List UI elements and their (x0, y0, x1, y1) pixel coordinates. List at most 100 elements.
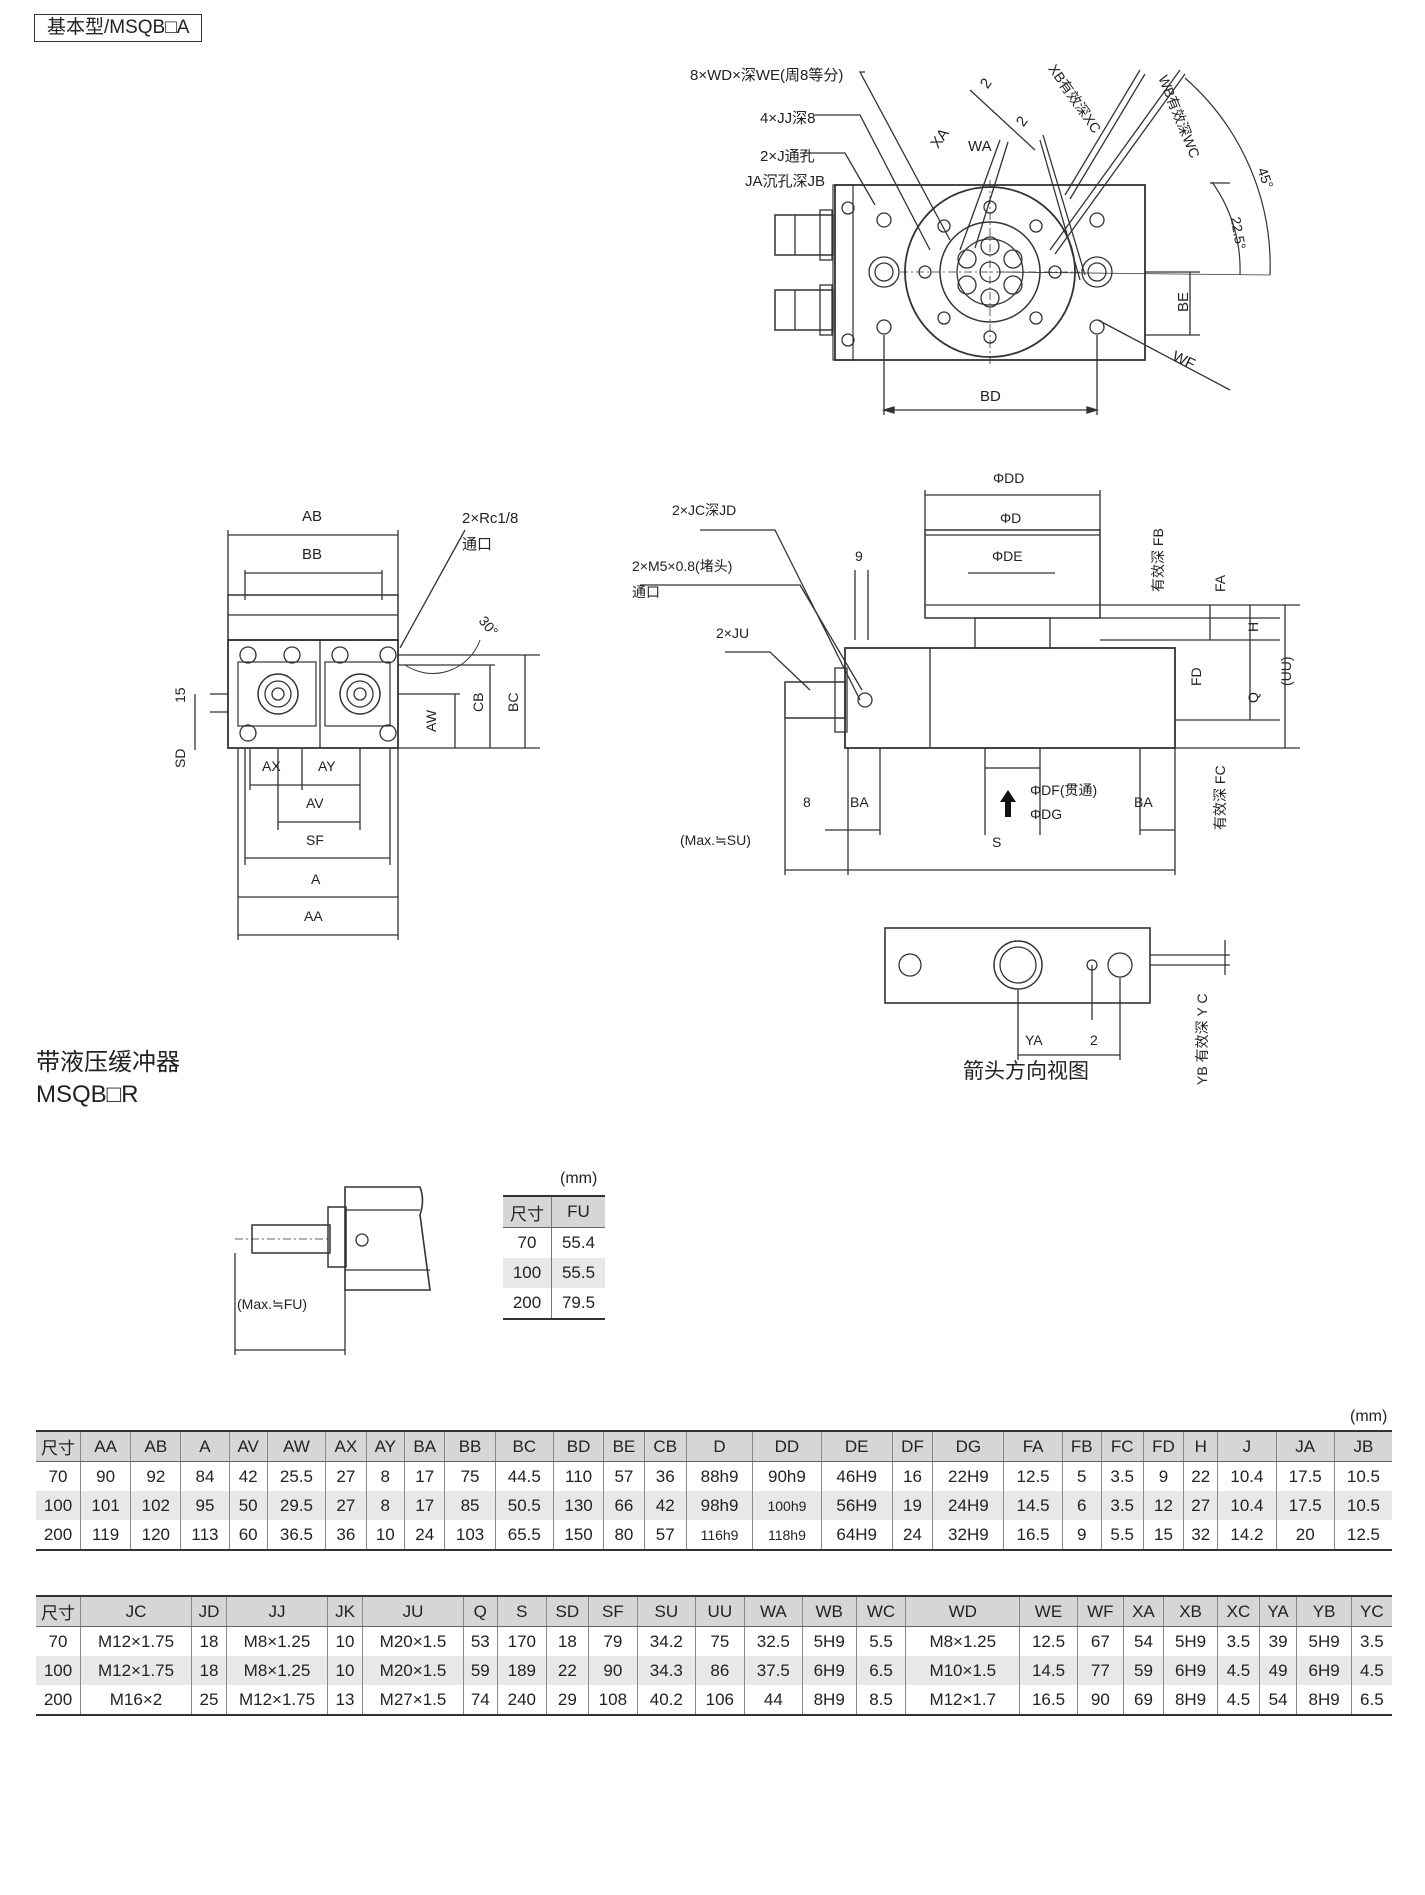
label-ya: YA (1025, 1032, 1043, 1048)
table-cell: 10.4 (1217, 1491, 1277, 1520)
label-ba-left: BA (850, 794, 869, 810)
label-q: Q (1245, 692, 1261, 703)
table-cell: 20 (1275, 1520, 1335, 1551)
table-cell: 100 (503, 1258, 552, 1288)
label-rc: 2×Rc1/8 (462, 510, 519, 527)
table-cell: 74 (463, 1685, 498, 1716)
table-cell: 189 (496, 1656, 547, 1685)
label-ja: JA沉孔深JB (745, 173, 826, 190)
table-cell: 116h9 (685, 1520, 753, 1551)
top-view-drawing (774, 69, 1271, 415)
table-cell: 5.5 (1100, 1520, 1144, 1551)
table-cell: 40.2 (637, 1685, 696, 1716)
table-cell: 150 (552, 1520, 604, 1551)
label-m5: 2×M5×0.8(堵头) (632, 558, 733, 574)
side-view-drawing (640, 490, 1300, 875)
table-header-cell: BC (494, 1430, 554, 1462)
table-cell: 22 (1183, 1461, 1218, 1491)
label-sf: SF (306, 832, 324, 848)
label-wa: WA (968, 138, 992, 155)
table-cell: 60 (228, 1520, 268, 1551)
table-cell: 14.5 (1003, 1491, 1063, 1520)
table-header-cell: JC (80, 1595, 192, 1627)
table-cell: 8H9 (1296, 1685, 1352, 1716)
table-header-cell: FC (1100, 1430, 1144, 1462)
table-cell: 34.3 (637, 1656, 696, 1685)
table-cell: 240 (496, 1685, 547, 1716)
table-cell: 130 (552, 1491, 604, 1520)
label-de: ΦDE (992, 548, 1023, 564)
table-cell: 27 (1183, 1491, 1218, 1520)
table-cell: 13 (327, 1685, 363, 1716)
label-fb: 有效深 FB (1150, 528, 1166, 592)
table-cell: 24H9 (932, 1491, 1004, 1520)
table-header-cell: JA (1275, 1430, 1335, 1462)
table-cell: 32.5 (744, 1626, 803, 1656)
table-cell: M8×1.25 (226, 1626, 328, 1656)
table-header-cell: DG (932, 1430, 1004, 1462)
table-cell: 36 (325, 1520, 367, 1551)
table-cell: 16.5 (1019, 1685, 1078, 1716)
table-cell: 10.4 (1217, 1461, 1277, 1491)
table-header-cell: DD (752, 1430, 822, 1462)
label-ax: AX (262, 758, 281, 774)
table-cell: 16.5 (1003, 1520, 1063, 1551)
table-cell: 4.5 (1217, 1656, 1260, 1685)
table-cell: 18 (191, 1626, 227, 1656)
table-cell: 57 (643, 1520, 687, 1551)
table-header-cell: JJ (226, 1595, 328, 1627)
table-cell: 54 (1122, 1626, 1164, 1656)
table-cell: 5H9 (801, 1626, 857, 1656)
table-cell: 29 (546, 1685, 589, 1716)
table-cell: 8H9 (801, 1685, 857, 1716)
table-cell: 106 (694, 1685, 745, 1716)
table-row: 100 55.5 (503, 1258, 605, 1288)
table-header-cell: WD (905, 1595, 1020, 1627)
table-header-cell: AY (365, 1430, 405, 1462)
table-header-cell: AV (228, 1430, 268, 1462)
table-cell: 5 (1061, 1461, 1102, 1491)
table-cell: 95 (180, 1491, 229, 1520)
table-cell: 42 (643, 1491, 687, 1520)
table-cell: 3.5 (1100, 1491, 1144, 1520)
table-cell: 3.5 (1100, 1461, 1144, 1491)
table-cell: 84 (180, 1461, 229, 1491)
table-cell: 46H9 (820, 1461, 893, 1491)
table-header-cell: YB (1296, 1595, 1352, 1627)
label-wd: 8×WD×深WE(周8等分) (690, 67, 844, 84)
label-dd: ΦDD (993, 470, 1025, 486)
label-15: 15 (172, 687, 188, 703)
label-av: AV (306, 795, 324, 811)
table-cell: 118h9 (752, 1520, 822, 1551)
table-header-cell: 尺寸 (36, 1430, 81, 1462)
label-port: 通口 (462, 536, 493, 553)
table-cell: 32 (1183, 1520, 1218, 1551)
table-cell: 12.5 (1019, 1626, 1078, 1656)
table-cell: 6H9 (1296, 1656, 1352, 1685)
label-arrow-two: 2 (1090, 1032, 1098, 1048)
label-uu: (UU) (1278, 656, 1294, 686)
table-cell: 4.5 (1217, 1685, 1260, 1716)
table-header-cell: XC (1217, 1595, 1260, 1627)
table-cell: 92 (130, 1461, 181, 1491)
table-cell: 55.4 (561, 1233, 596, 1252)
table-cell: 36.5 (266, 1520, 326, 1551)
table-header-cell: BB (444, 1430, 496, 1462)
label-eight: 8 (803, 794, 811, 810)
table-cell: 98h9 (685, 1491, 753, 1520)
table-header-cell: BA (403, 1430, 445, 1462)
label-bc: BC (505, 692, 521, 712)
table-header-cell: BD (552, 1430, 604, 1462)
table-cell: 10 (327, 1656, 363, 1685)
table-cell: 79 (587, 1626, 638, 1656)
table-cell: 32H9 (932, 1520, 1004, 1551)
table-cell: 19 (891, 1491, 933, 1520)
table-cell: 22H9 (932, 1461, 1004, 1491)
